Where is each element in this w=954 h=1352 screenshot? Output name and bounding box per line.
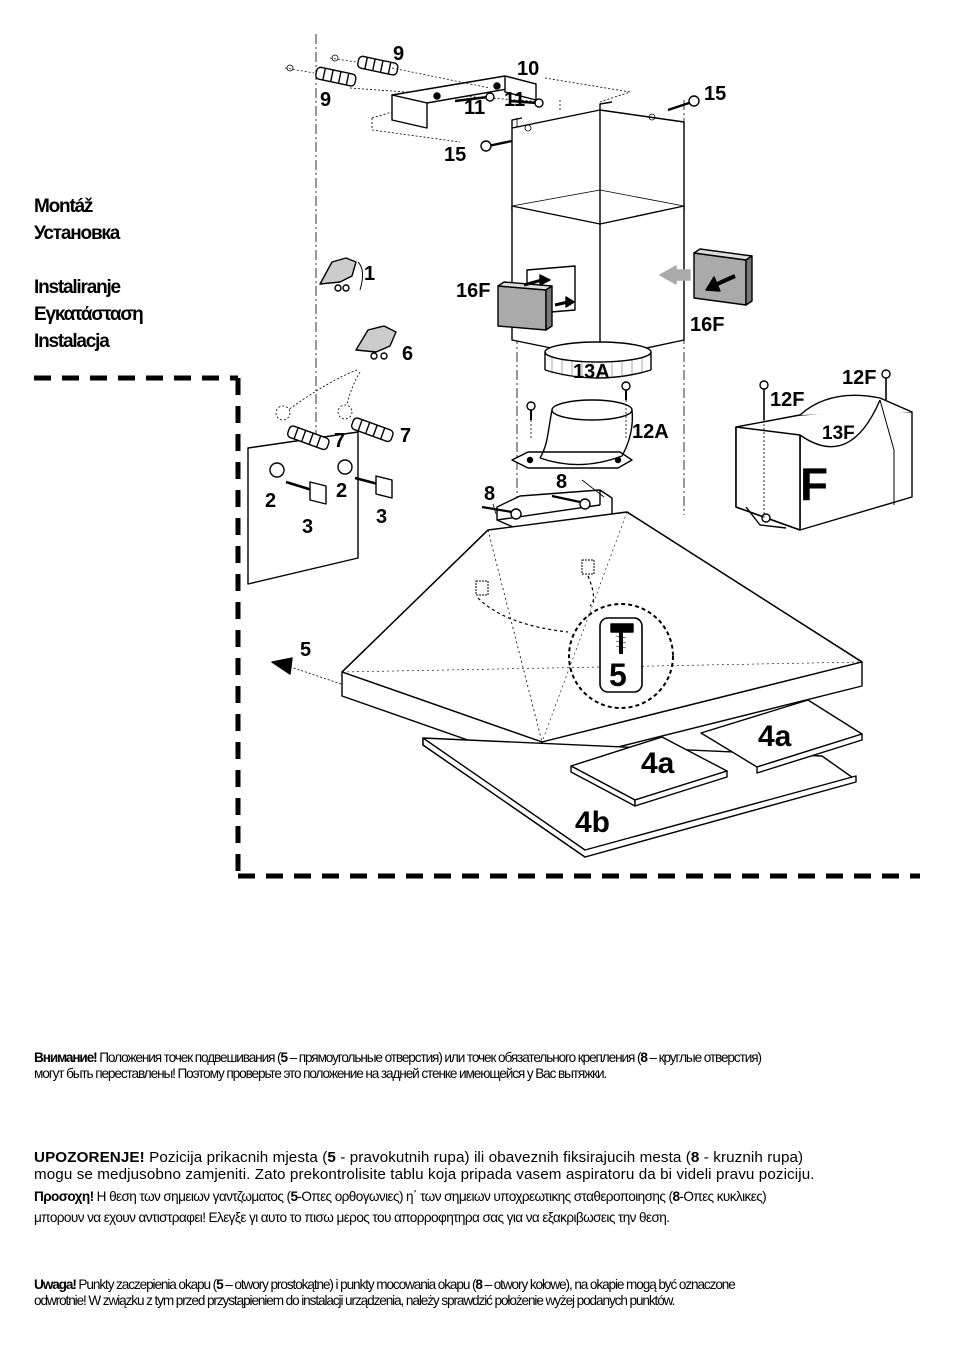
part-labels: 9 9 10 11 11 15 15 1 6 7 7 2 2 3 3 8 8 1… [265, 43, 876, 839]
hand-icon-1 [319, 257, 364, 292]
title-ru: Установка [34, 223, 120, 244]
title-block: Montáž Установка Instaliranje Εγκατάστασ… [34, 193, 144, 355]
recirculation-unit-f [735, 369, 913, 531]
title-hr: Instaliranje [34, 277, 121, 298]
label-1: 1 [364, 263, 375, 285]
chimney-screws [480, 95, 700, 152]
ceiling-bracket [391, 75, 537, 129]
label-15-right: 15 [704, 83, 726, 105]
ceiling-screws [454, 92, 544, 108]
label-3-left: 3 [302, 516, 313, 538]
warning-pl-line2: odwrotnie! W związku z tym przed przystą… [34, 1293, 675, 1308]
title-cs: Montáž [34, 196, 93, 217]
label-4a-right: 4a [758, 720, 792, 753]
warning-ru-b1: 5 [280, 1050, 288, 1065]
charcoal-filter-left [497, 265, 576, 331]
hand-icon-6 [355, 325, 397, 360]
warning-ru-line2: могут быть переставлены! Поэтому проверь… [34, 1066, 607, 1081]
label-5-arrow: 5 [300, 639, 311, 661]
warning-hr-lead: UPOZORENJE! [34, 1149, 145, 1166]
warning-hr-text1: Pozicija prikacnih mjesta ( [144, 1149, 328, 1166]
warning-hr-text2: - pravokutnih rupa) ili obaveznih fiksir… [335, 1149, 691, 1166]
charcoal-filter-right [659, 248, 753, 306]
installation-diagram: 9 9 10 11 11 15 15 1 6 7 7 2 2 3 3 8 8 1… [34, 34, 920, 879]
warning-pl-line1: Uwaga! Punkty zaczepienia okapu (5 – otw… [34, 1277, 924, 1293]
label-3-right: 3 [376, 506, 387, 528]
label-6: 6 [402, 343, 413, 365]
label-5-detail: 5 [609, 657, 627, 693]
label-11-right: 11 [504, 89, 525, 111]
title-pl: Instalacja [34, 331, 110, 352]
warning-ru: Внимание! Положения точек подвешивания (… [34, 1050, 924, 1082]
title-el: Εγκατάσταση [34, 304, 144, 325]
warning-ru-text1: Положения точек подвешивания ( [96, 1050, 281, 1065]
label-4a-center: 4a [641, 747, 675, 780]
label-13f: 13F [822, 423, 855, 444]
warning-el-text2: -Οπες ορθογωνιες) η΄ των σημειων υποχρεω… [297, 1189, 673, 1204]
label-7-left: 7 [334, 430, 345, 452]
label-13a: 13A [573, 361, 610, 383]
warning-el-line2: μπορουν να εχουν αντιστραφει! Ελεγξε γι … [34, 1210, 670, 1225]
label-12f-left: 12F [770, 389, 804, 411]
label-8-right: 8 [556, 471, 567, 493]
upper-chimney [511, 101, 685, 229]
label-f: F [800, 458, 828, 510]
warning-el: Προσοχη! Η θεση των σημειων γαντζωματος … [34, 1188, 924, 1226]
warning-pl-lead: Uwaga! [34, 1277, 77, 1292]
warning-el-text3: -Οπες κυκλικες) [679, 1189, 767, 1204]
label-8-left: 8 [484, 483, 495, 505]
warning-el-b2: 8 [672, 1189, 680, 1204]
label-15-left: 15 [444, 144, 466, 166]
warning-el-lead: Προσοχη! [34, 1189, 94, 1204]
warning-ru-text2: – прямоугольные отверстия) или точек обя… [286, 1050, 642, 1065]
label-2-right: 2 [336, 480, 347, 502]
warning-pl-b1: 5 [216, 1277, 224, 1292]
detail-circle-5 [271, 575, 674, 709]
label-7-right: 7 [400, 425, 411, 447]
wall-mounting [247, 369, 394, 585]
warning-ru-text3: – круглые отверстия) [646, 1050, 762, 1065]
warning-hr-text3: - kruznih rupa) [699, 1149, 804, 1166]
warning-pl-text2: – otwory prostokątne) i punkty mocowania… [222, 1277, 476, 1292]
leader-lines [492, 479, 605, 515]
warning-el-text1: Η θεση των σημειων γαντζωματος ( [93, 1189, 291, 1204]
warning-el-line1: Προσοχη! Η θεση των σημειων γαντζωματος … [34, 1188, 924, 1205]
warning-hr-b1: 5 [327, 1149, 336, 1166]
label-16f-right: 16F [690, 314, 724, 336]
warning-hr-b2: 8 [690, 1149, 700, 1166]
warning-el-b1: 5 [290, 1189, 298, 1204]
warning-pl-b2: 8 [475, 1277, 483, 1292]
label-12f-right: 12F [842, 367, 876, 389]
ceiling-plugs [284, 54, 491, 89]
grease-filters [422, 699, 863, 858]
label-9-left: 9 [320, 89, 331, 111]
label-12a: 12A [632, 421, 669, 443]
label-2-left: 2 [265, 490, 276, 512]
warning-hr-line2: mogu se medjusobno zamjeniti. Zato preko… [34, 1166, 815, 1183]
label-11-left: 11 [464, 97, 485, 119]
warning-hr: UPOZORENJE! Pozicija prikacnih mjesta (5… [34, 1149, 924, 1183]
warning-ru-line1: Внимание! Положения точек подвешивания (… [34, 1050, 924, 1066]
wall-ceiling-outline [34, 375, 920, 879]
warning-pl-text1: Punkty zaczepienia okapu ( [75, 1277, 217, 1292]
label-4b: 4b [575, 806, 610, 839]
warning-ru-b2: 8 [640, 1050, 648, 1065]
duct-connector-12a [511, 381, 634, 469]
label-10: 10 [517, 58, 539, 80]
warning-pl-text3: – otwory kołowe), na okapie mogą być ozn… [481, 1277, 736, 1292]
warning-pl: Uwaga! Punkty zaczepienia okapu (5 – otw… [34, 1277, 924, 1309]
lower-chimney [511, 189, 685, 379]
label-16f-left: 16F [456, 280, 490, 302]
warning-hr-line1: UPOZORENJE! Pozicija prikacnih mjesta (5… [34, 1149, 924, 1166]
label-9-top: 9 [393, 43, 404, 65]
warning-ru-lead: Внимание! [34, 1050, 98, 1065]
